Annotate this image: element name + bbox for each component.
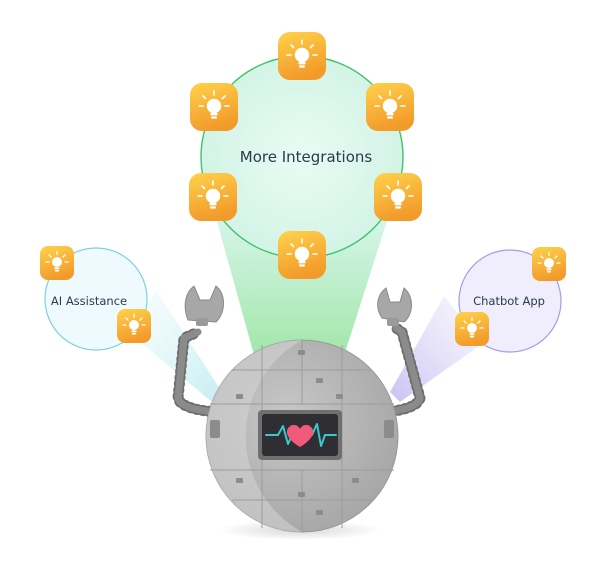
integration-tile-lightbulb-icon[interactable] — [277, 31, 327, 81]
left-beam — [128, 290, 222, 402]
chatbot-app-label: Chatbot App — [473, 294, 545, 308]
robot-screen-heart-pulse-icon — [258, 410, 342, 460]
ai-assistance-lightbulb-icon[interactable] — [116, 308, 152, 344]
integration-tile-lightbulb-icon[interactable] — [365, 82, 415, 132]
integration-tile-lightbulb-icon[interactable] — [277, 230, 327, 280]
integration-tile-lightbulb-icon[interactable] — [373, 172, 423, 222]
ai-assistance-label: AI Assistance — [50, 294, 128, 308]
main-beam — [216, 218, 388, 362]
chatbot-app-lightbulb-icon[interactable] — [531, 246, 567, 282]
integration-tile-lightbulb-icon[interactable] — [189, 82, 239, 132]
integration-tile-lightbulb-icon[interactable] — [188, 172, 238, 222]
chatbot-app-lightbulb-icon[interactable] — [454, 311, 490, 347]
ai-assistance-lightbulb-icon[interactable] — [39, 245, 75, 281]
main-integrations-label: More Integrations — [239, 148, 373, 166]
